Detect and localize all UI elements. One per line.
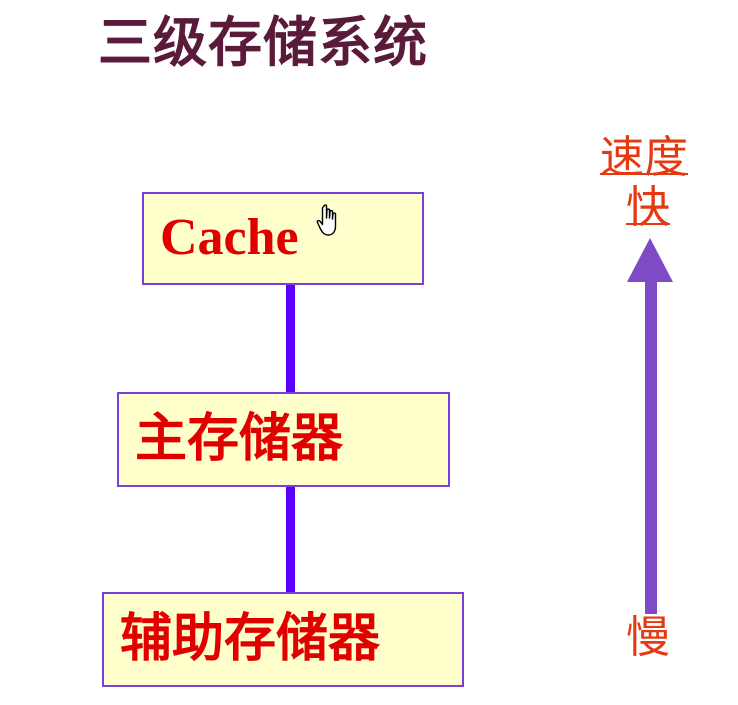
main-memory-box: 主存储器 <box>117 392 450 487</box>
cache-box: Cache <box>142 192 424 285</box>
auxiliary-memory-box: 辅助存储器 <box>102 592 464 687</box>
speed-fast-label: 快 <box>626 182 670 233</box>
auxiliary-memory-label: 辅助存储器 <box>120 609 381 669</box>
speed-up-arrow <box>627 238 673 614</box>
cache-label: Cache <box>160 209 299 266</box>
connector-main-aux <box>286 487 295 592</box>
speed-slow-label: 慢 <box>626 612 670 663</box>
speed-arrow-head <box>627 238 673 282</box>
speed-title: 速度 <box>600 132 688 183</box>
connector-cache-main <box>286 285 295 392</box>
main-memory-label: 主存储器 <box>135 409 344 469</box>
hand-cursor-icon <box>316 204 337 236</box>
speed-arrow-shaft <box>645 282 657 614</box>
page-title: 三级存储系统 <box>98 11 428 74</box>
